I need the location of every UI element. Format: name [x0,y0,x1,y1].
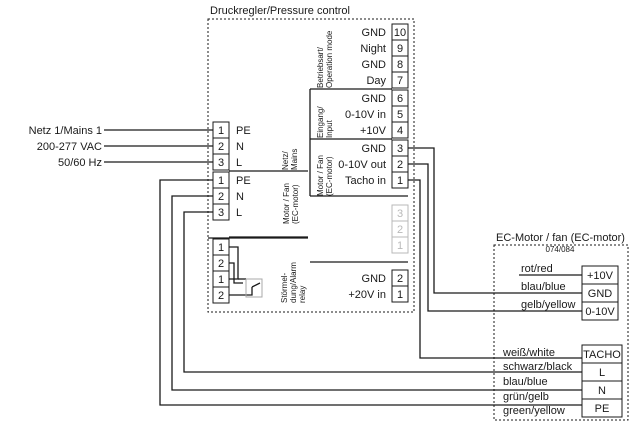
mains-pin-label-pe: PE [236,125,251,137]
motor-pin-label-l: L [236,207,242,219]
mains-pin-num-3: 3 [218,157,224,169]
spare-pin-num-2: 2 [397,224,403,236]
fan-group-label-2: (EC-motor) [325,156,334,196]
motor-pin-num-1: 1 [218,175,224,187]
in-pin-label-10v: +10V [360,125,387,137]
alarm-pin-num-a1: 1 [218,242,224,254]
wire-label-black: schwarz/black [503,361,573,373]
fan-pin-label-tacho-in: Tacho in [345,175,386,187]
controller-enclosure [207,18,415,313]
supply-pin-label-20v: +20V in [348,289,386,301]
in-pin-label-gnd: GND [362,93,387,105]
mains-pin-num-1: 1 [218,125,224,137]
ec-motor-subtitle: 074/084 [546,245,575,254]
alarm-pin-num-a2: 2 [218,258,224,270]
op-group-label-2: Operation mode [325,30,334,88]
operation-terminal-block: 10 9 8 7 GND Night GND Day [360,23,409,89]
wire-pe-to-motor-pe [159,179,582,406]
mains-input-label-1: Netz 1/Mains 1 [29,125,102,137]
ec-motor-title: EC-Motor / fan (EC-motor) [496,232,625,244]
in-pin-label-0-10v-in: 0-10V in [345,109,386,121]
fan-pin-label-0-10v-out: 0-10V out [338,159,386,171]
ec-terminal-l: L [599,367,605,379]
wire-label-green-yellow-de: grün/gelb [503,391,549,403]
mains-group-label-1: Netz/ [281,151,290,170]
wire-label-green-yellow-en: green/yellow [503,405,565,417]
wire-label-yellow: gelb/yellow [521,299,575,311]
op-pin-num-9: 9 [397,43,403,55]
motor-pin-label-n: N [236,191,244,203]
spare-terminal-block: 3 2 1 [391,204,409,254]
in-pin-num-4: 4 [397,125,403,137]
motor-group-label-1: Motor / Fan [282,183,291,224]
op-pin-num-8: 8 [397,59,403,71]
mains-terminal-block: 1 2 3 PE N L [212,121,251,171]
alarm-pin-num-b1: 1 [218,274,224,286]
in-pin-num-6: 6 [397,93,403,105]
ec-control-terminal-block: +10V GND 0-10V [581,265,619,321]
mains-group-label-2: Mains [290,149,299,170]
mains-input-label-2: 200-277 VAC [37,141,102,153]
wire-0-10v-out-to-motor [408,163,582,312]
wire-tacho-to-motor [408,179,582,359]
supply-terminal-block: 2 1 GND +20V in [348,269,409,303]
supply-pin-num-2: 2 [397,273,403,285]
supply-pin-label-gnd: GND [362,273,387,285]
supply-pin-num-1: 1 [397,289,403,301]
wire-l-to-motor-l [183,211,582,373]
fan-pin-num-3: 3 [397,143,403,155]
controller-title: Druckregler/Pressure control [210,5,350,17]
ec-motor-enclosure [493,244,629,421]
ec-terminal-tacho: TACHO [583,349,621,361]
fan-pin-num-1: 1 [397,175,403,187]
op-pin-label-night: Night [360,43,386,55]
wire-label-red: rot/red [521,263,553,275]
wire-label-blue-power: blau/blue [503,376,548,388]
fan-pin-label-gnd: GND [362,143,387,155]
ec-terminal-0-10v: 0-10V [585,306,615,318]
mains-pin-label-n: N [236,141,244,153]
spare-pin-num-1: 1 [397,240,403,252]
fan-group-label-1: Motor / Fan [316,155,325,196]
ec-power-terminal-block: TACHO L N PE [581,344,623,418]
alarm-relay-terminal-block: 1 2 1 2 [212,238,230,304]
mains-input-label-3: 50/60 Hz [58,157,102,169]
motor-pin-num-3: 3 [218,207,224,219]
wire-label-white: weiß/white [502,347,555,359]
input-group-label-2: Input [325,119,334,138]
alarm-group-label-3: relay [298,286,307,303]
mains-pin-num-2: 2 [218,141,224,153]
motor-power-terminal-block: 1 2 3 PE N L [212,171,251,221]
motor-pin-num-2: 2 [218,191,224,203]
mains-pin-label-l: L [236,157,242,169]
alarm-group-label-1: Störmel- [280,272,289,303]
fan-pin-num-2: 2 [397,159,403,171]
alarm-pin-num-b2: 2 [218,290,224,302]
wire-label-blue-ctrl: blau/blue [521,281,566,293]
spare-pin-num-3: 3 [397,208,403,220]
op-pin-label-gnd-8: GND [362,59,387,71]
fan-control-terminal-block: 3 2 1 GND 0-10V out Tacho in [338,139,409,189]
alarm-group-label-2: dung/Alarm [289,262,298,303]
ec-terminal-pe: PE [595,403,610,415]
motor-pin-label-pe: PE [236,175,251,187]
motor-group-label-2: (EC-motor) [291,184,300,224]
ec-terminal-n: N [598,385,606,397]
ec-terminal-gnd: GND [588,288,613,300]
op-pin-num-7: 7 [397,75,403,87]
relay-contact-symbol [229,246,263,298]
op-pin-num-10: 10 [394,27,406,39]
wire-n-to-motor-n [171,195,582,391]
wire-gnd-to-motor-gnd [408,147,582,294]
in-pin-num-5: 5 [397,109,403,121]
input-group-label-1: Eingang/ [316,106,325,138]
op-group-label-1: Betriebsart/ [316,46,325,88]
ec-terminal-10v: +10V [587,270,614,282]
op-pin-label-day: Day [366,75,386,87]
op-pin-label-gnd-10: GND [362,27,387,39]
input-terminal-block: 6 5 4 GND 0-10V in +10V [345,89,409,139]
